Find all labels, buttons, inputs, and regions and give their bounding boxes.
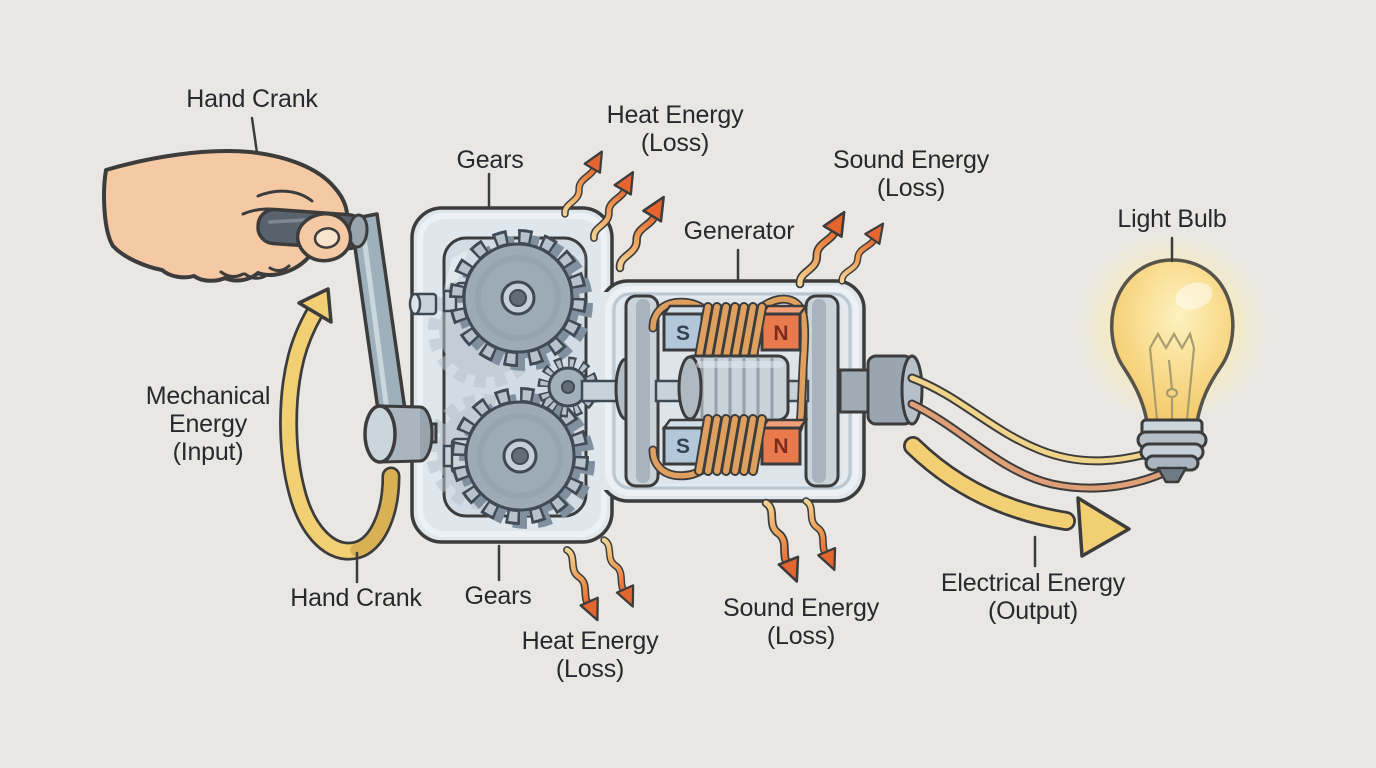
generator-internals: S N S: [580, 294, 840, 488]
label-heat-energy-top: Heat Energy(Loss): [606, 101, 744, 157]
gears-assembly: [408, 237, 602, 522]
coil-top: [694, 302, 767, 362]
bulb-base: [1136, 418, 1208, 484]
thumbnail: [313, 227, 341, 249]
mechanical-input-arrow: [279, 287, 401, 561]
magnet-letter-s-top: S: [676, 322, 690, 345]
heat-arrow-up-3: [612, 192, 672, 274]
heat-arrow-down-2: [595, 537, 641, 610]
magnet-letter-n-top: N: [773, 322, 788, 345]
wire-copper: [907, 399, 1173, 493]
label-sound-energy-top: Sound Energy(Loss): [832, 146, 990, 202]
magnet-north-top: [760, 312, 802, 352]
light-bulb: [1110, 258, 1235, 484]
heat-arrow-up-2: [587, 168, 641, 244]
crank-hub: [363, 404, 438, 464]
leader-hand-crank-top: [250, 116, 259, 155]
label-electrical-energy-output: Electrical Energy(Output): [940, 569, 1126, 625]
sound-arrow-down-1: [756, 499, 807, 585]
label-gears-bottom: Gears: [464, 582, 532, 610]
label-heat-energy-bottom: Heat Energy(Loss): [521, 627, 659, 683]
magnet-coil-top: S N: [648, 294, 810, 446]
label-hand-crank-top: Hand Crank: [186, 85, 318, 113]
label-generator: Generator: [683, 217, 795, 245]
electrical-output-arrow: [903, 436, 1131, 558]
wire-yellow: [907, 373, 1159, 466]
magnet-letter-n-bottom: N: [773, 435, 788, 458]
heat-arrow-down-1: [558, 547, 606, 624]
magnet-coil-bottom: S N: [648, 414, 809, 481]
hand-illustration: [102, 149, 369, 283]
label-light-bulb: Light Bulb: [1117, 205, 1227, 233]
label-hand-crank-bottom: Hand Crank: [290, 584, 422, 612]
label-gears-top: Gears: [456, 146, 524, 174]
sound-arrow-down-2: [797, 498, 843, 574]
hand-silhouette: [102, 149, 350, 283]
bulb-filament: [1148, 331, 1196, 420]
sound-arrow-up-2: [836, 219, 891, 287]
coil-bottom: [694, 414, 767, 476]
thumb: [295, 212, 353, 263]
rotor: [677, 354, 790, 422]
magnet-letter-s-bottom: S: [676, 435, 690, 458]
label-sound-energy-bottom: Sound Energy(Loss): [722, 594, 880, 650]
